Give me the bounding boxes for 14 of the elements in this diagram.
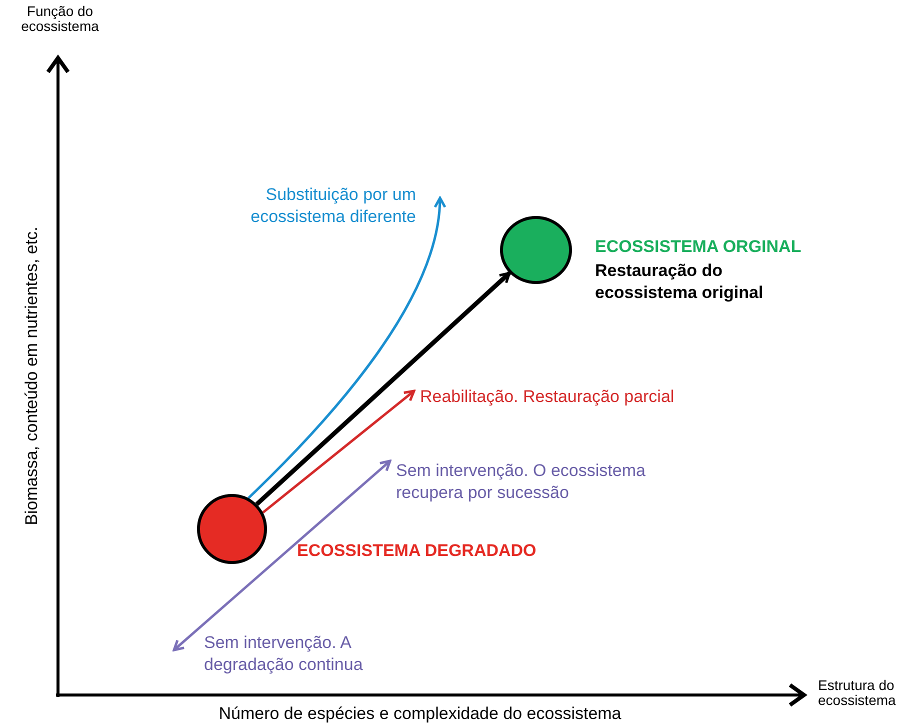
ecosystem-label: ECOSSISTEMA DEGRADADO [297,540,536,562]
axis-title: Biomassa, conteúdo em nutrientes, etc. [22,226,42,526]
axis-title: Função do ecossistema [20,4,100,34]
axis-title: Estrutura do ecossistema [818,678,897,708]
arrow-label: Sem intervenção. A degradação continua [204,632,364,676]
ecosystem-label: ECOSSISTEMA ORGINAL [595,236,802,258]
arrow-label: Substituição por um ecossistema diferente [250,184,416,228]
arrow [248,196,446,499]
arrow [172,460,392,652]
arrow-label: Sem intervenção. O ecossistema recupera por sucessão [396,460,646,504]
arrow-label: Reabilitação. Restauração parcial [420,386,676,408]
arrow [262,390,416,514]
axis-title: Número de espécies e complexidade do ecossistema [218,705,622,723]
ecosystem-label: Restauração do ecossistema original [595,260,764,304]
